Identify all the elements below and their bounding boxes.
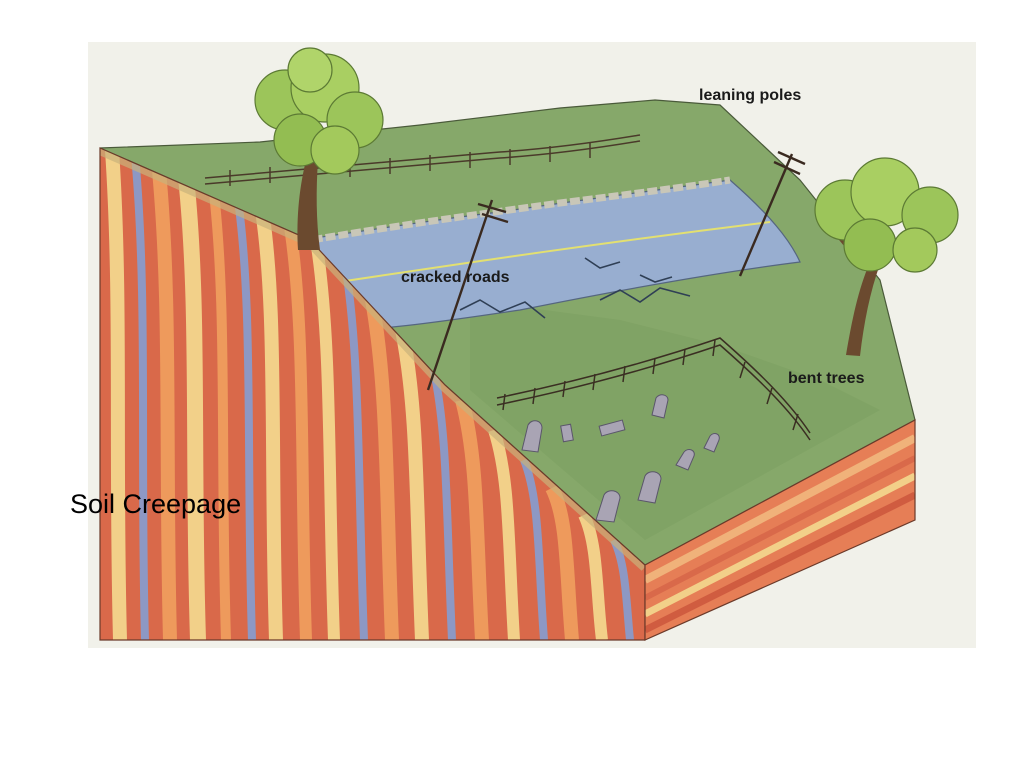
upper-fence <box>204 134 641 186</box>
road-edge-stones <box>299 176 731 246</box>
slide-caption: Soil Creepage <box>70 489 242 519</box>
road-center-line <box>317 221 771 286</box>
label-cracked-roads: cracked roads <box>401 269 510 286</box>
road-crack <box>459 257 691 319</box>
tree-right-bent <box>814 157 959 356</box>
label-bent-trees: bent trees <box>788 370 865 387</box>
leaning-pole-right <box>738 150 806 277</box>
lower-fence <box>496 337 811 441</box>
gravestones <box>521 394 720 523</box>
grass-shading <box>470 300 880 540</box>
label-leaning-poles: leaning poles <box>699 87 802 104</box>
leaning-pole-left <box>426 199 509 391</box>
tree-left <box>254 47 384 250</box>
